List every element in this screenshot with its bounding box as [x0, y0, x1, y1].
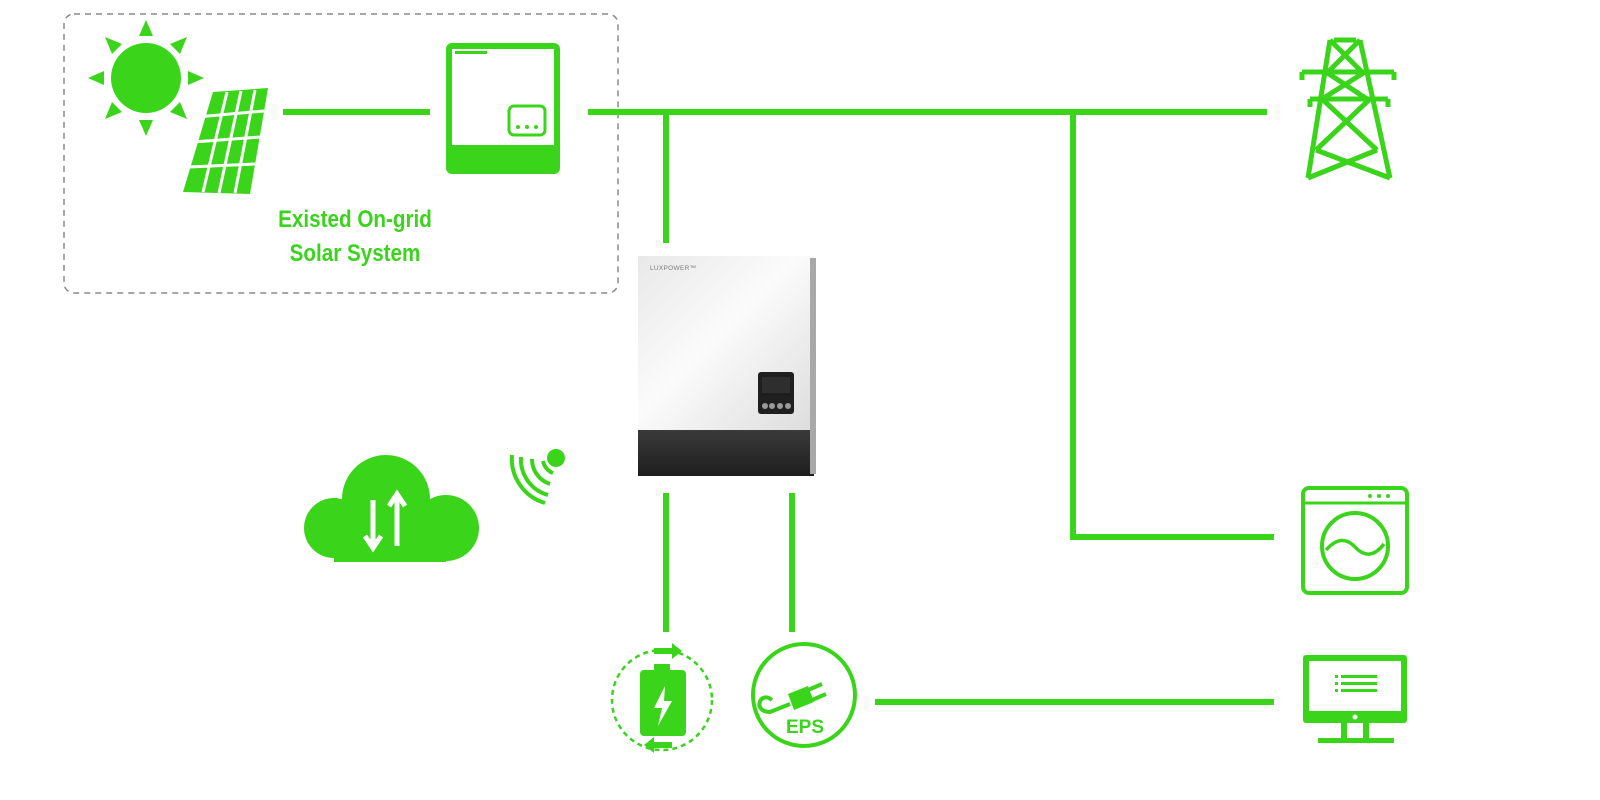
wifi-signal-icon: [509, 449, 565, 505]
inverter-brand-label: LUXPOWER™: [650, 265, 696, 272]
connection-lines: [283, 109, 1274, 705]
existing-system-boundary: [63, 13, 619, 294]
battery-icon: [610, 643, 714, 753]
washing-machine-icon: [1301, 486, 1409, 595]
monitor-icon: [1303, 655, 1407, 743]
cloud-icon: [304, 455, 479, 562]
transmission-tower-icon: [1299, 37, 1397, 181]
solar-panel-icon: [183, 88, 268, 194]
caption-line-1: Existed On-grid: [278, 206, 432, 233]
eps-plug-icon: EPS: [751, 642, 857, 748]
sun-icon: [88, 20, 204, 136]
on-grid-inverter-icon: [446, 43, 560, 174]
eps-label: EPS: [786, 717, 824, 738]
line-bus-to-washer: [1070, 112, 1274, 540]
hybrid-inverter-icon: LUXPOWER™: [638, 256, 816, 476]
caption-line-2: Solar System: [289, 240, 421, 267]
existing-system-caption: Existed On-grid Solar System: [252, 203, 458, 271]
